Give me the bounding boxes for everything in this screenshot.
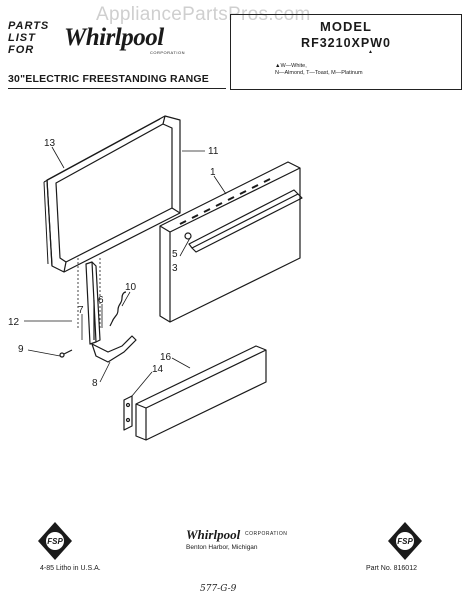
outer-door-panel [159,161,301,323]
callout-12: 12 [8,317,20,328]
callout-11: 11 [208,146,219,157]
range-title: 30"ELECTRIC FREESTANDING RANGE [8,73,209,85]
parts-list-line: PARTS [8,20,50,32]
callout-8: 8 [92,378,98,389]
model-box: MODEL RF3210XPW0 ▲ ▲W—White, N—Almond, T… [230,14,462,90]
fsp-logo-text: FSP [397,537,413,546]
parts-list-label: PARTS LIST FOR [8,20,68,56]
print-date: 4-85 Litho in U.S.A. [40,565,101,572]
callout-5: 5 [172,249,178,260]
callout-7: 7 [78,305,84,316]
footer-brand: Whirlpool [186,527,241,542]
fsp-logo-text: FSP [47,537,63,546]
door-handle [184,189,303,253]
callout-16: 16 [160,352,172,363]
callout-6: 6 [98,295,104,306]
color-codes-line: N—Almond, T—Toast, M—Platinum [275,70,363,76]
brand-corporation: CORPORATION [150,50,185,55]
screw [59,349,73,358]
parts-list-line: FOR [8,44,35,56]
footer-corporation: CORPORATION [245,531,288,537]
model-label: MODEL [320,19,372,34]
hinge-arm [91,335,137,363]
drawer-bracket [123,395,133,431]
callout-14: 14 [152,364,164,375]
door-frame [46,115,181,273]
fsp-logo-right: FSP [388,522,422,560]
handwritten-note: 577-G-9 [200,584,237,594]
callout-leaders [24,146,227,397]
model-arrow: ▲ [368,49,373,55]
watermark: AppliancePartsPros.com [96,4,311,25]
exploded-parts-diagram: 13 11 1 5 3 10 12 7 6 9 8 16 14 [8,115,303,441]
header-divider [8,88,226,89]
callout-3: 3 [172,263,178,274]
callout-9: 9 [18,344,24,355]
drawer-panel [135,345,267,441]
fsp-logo-left: FSP [38,522,72,560]
hinge-spring [109,291,127,327]
color-codes-line: ▲W—White, [275,63,307,69]
model-number: RF3210XPW0 [301,36,391,50]
brand-logo: Whirlpool [64,24,164,51]
footer-address: Benton Harbor, Michigan [186,544,258,551]
callout-10: 10 [125,282,137,293]
door-hinge [77,258,101,345]
part-number: Part No. 816012 [366,565,417,572]
callout-13: 13 [44,138,56,149]
parts-list-line: LIST [8,32,36,44]
door-gasket [43,118,161,265]
callout-1: 1 [210,167,216,178]
